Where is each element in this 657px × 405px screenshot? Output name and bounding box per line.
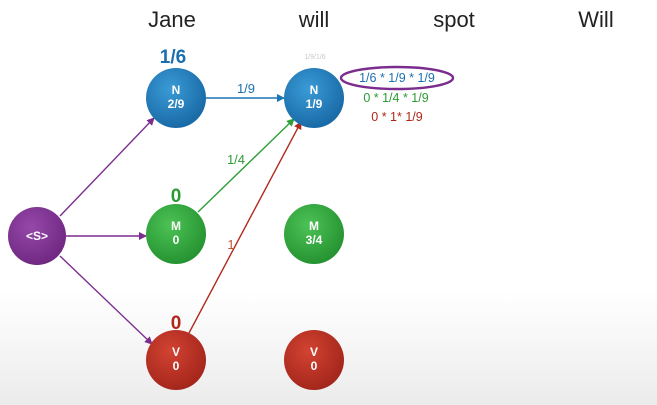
highlight-ellipse bbox=[339, 65, 455, 91]
node-jane-v-value: 0 bbox=[173, 359, 180, 373]
edge-label-v-to-n: 1 bbox=[227, 237, 234, 252]
start-node-label: <S> bbox=[26, 229, 48, 243]
node-jane-v-tag: V bbox=[172, 345, 180, 359]
node-jane-m-tag: M bbox=[171, 219, 181, 233]
edge-start-to-jane-v bbox=[59, 255, 153, 345]
edge-label-m-to-n: 1/4 bbox=[227, 152, 245, 167]
node-will-v-tag: V bbox=[310, 345, 318, 359]
node-will-n: N 1/9 bbox=[284, 68, 344, 128]
node-will-n-tag: N bbox=[310, 83, 319, 97]
node-will-v: V 0 bbox=[284, 330, 344, 390]
faint-label: 1/9/1/6 bbox=[304, 54, 326, 61]
edge-jane-v-to-will-n bbox=[188, 121, 302, 334]
edge-jane-m-to-will-n bbox=[197, 118, 295, 213]
score-jane-v: 0 bbox=[171, 313, 182, 334]
score-jane-n: 1/6 bbox=[160, 47, 186, 68]
calc-from-v: 0 * 1* 1/9 bbox=[371, 110, 422, 124]
word-will-capitalized: Will bbox=[578, 7, 613, 32]
node-will-m-tag: M bbox=[309, 219, 319, 233]
edge-label-n-to-n: 1/9 bbox=[237, 81, 255, 96]
node-will-v-value: 0 bbox=[311, 359, 318, 373]
node-will-n-value: 1/9 bbox=[306, 97, 323, 111]
calc-from-n: 1/6 * 1/9 * 1/9 bbox=[359, 71, 435, 85]
edge-start-to-jane-n bbox=[59, 117, 155, 217]
node-will-m-value: 3/4 bbox=[306, 233, 323, 247]
start-node: <S> bbox=[8, 207, 66, 265]
calc-from-m: 0 * 1/4 * 1/9 bbox=[363, 91, 428, 105]
node-will-m: M 3/4 bbox=[284, 204, 344, 264]
node-jane-n: N 2/9 bbox=[146, 68, 206, 128]
node-jane-m: M 0 bbox=[146, 204, 206, 264]
word-will: will bbox=[298, 7, 330, 32]
word-spot: spot bbox=[433, 7, 475, 32]
node-jane-m-value: 0 bbox=[173, 233, 180, 247]
score-jane-m: 0 bbox=[171, 186, 182, 207]
node-jane-n-value: 2/9 bbox=[168, 97, 185, 111]
node-jane-v: V 0 bbox=[146, 330, 206, 390]
word-jane: Jane bbox=[148, 7, 196, 32]
node-jane-n-tag: N bbox=[172, 83, 181, 97]
